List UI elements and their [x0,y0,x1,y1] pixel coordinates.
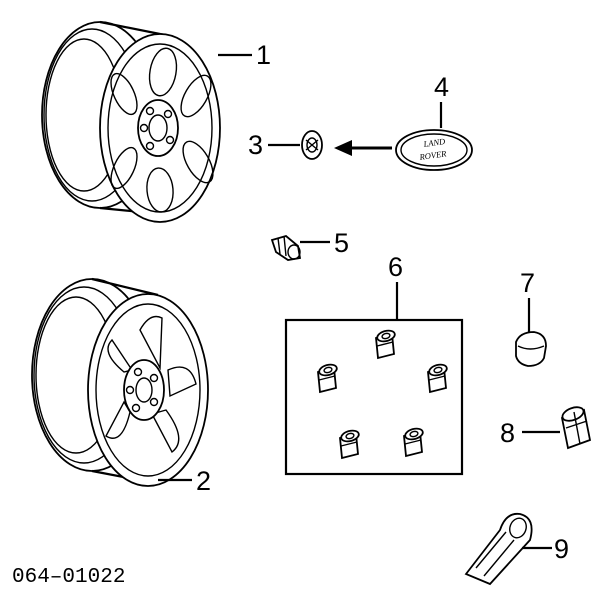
locking-nut [339,429,360,460]
land-rover-badge-part-4: LAND ROVER [395,129,473,171]
locking-nut-set-part-6 [317,329,448,460]
wheel-nut-part-8 [560,406,592,450]
locking-nut-kit-box [284,318,464,476]
badge-text-line2: ROVER [418,148,448,162]
callout-4: 4 [434,72,449,102]
callout-1: 1 [256,40,271,70]
wheel-spoked-part-1 [41,20,221,223]
locking-nut [403,427,424,458]
valve-stem-part-5 [270,235,302,261]
wheel-five-spoke-part-2 [31,277,209,487]
wheel-nut-cap-part-7 [515,331,547,367]
assembly-arrow [334,140,392,156]
locking-nut [375,329,396,360]
callout-9: 9 [554,534,569,564]
callout-5: 5 [334,228,349,258]
locking-nut [317,363,338,394]
badge-text-line1: LAND [422,136,447,149]
callout-7: 7 [520,268,535,298]
locking-nut-key-part-9 [464,512,533,586]
callout-6: 6 [388,252,403,282]
reference-number: 064–01022 [12,566,125,589]
callout-3: 3 [248,130,263,160]
locking-nut [427,363,448,394]
callout-2: 2 [196,466,211,496]
callout-8: 8 [500,418,515,448]
emblem-clip-part-3 [301,130,323,160]
